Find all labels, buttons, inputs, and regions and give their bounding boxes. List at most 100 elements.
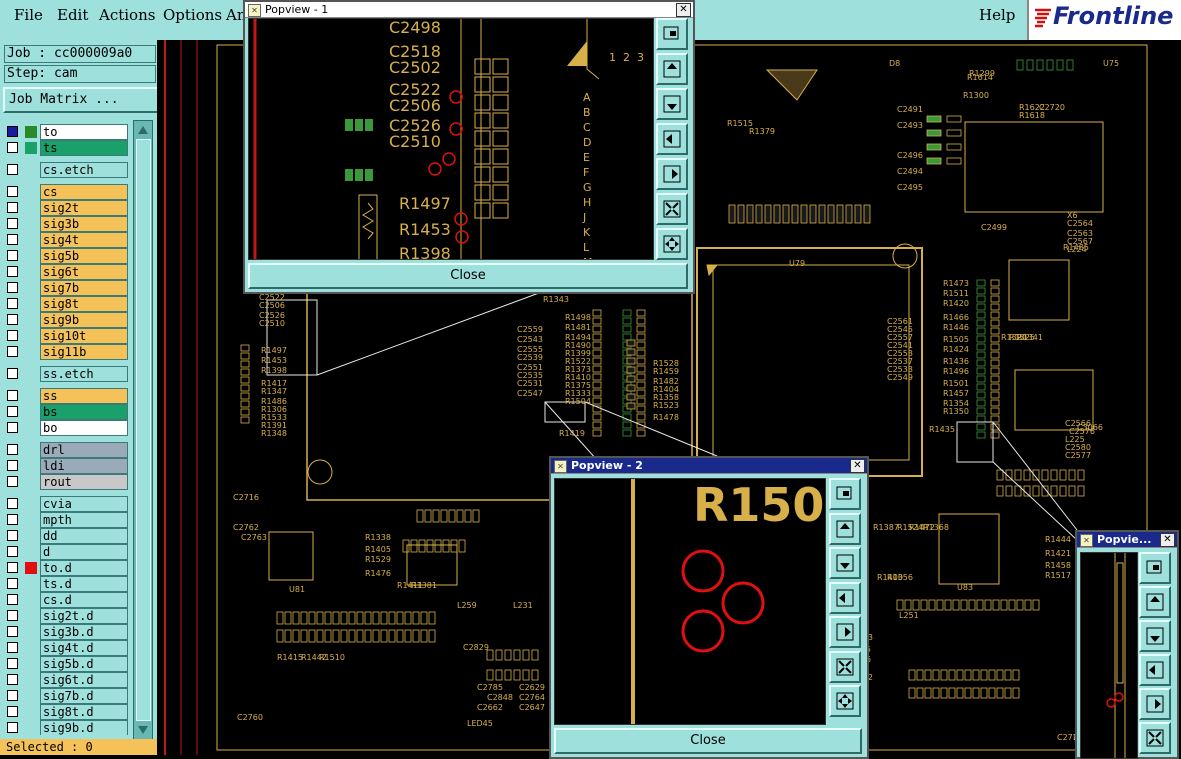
layer-visibility-checkbox[interactable] (7, 314, 18, 325)
pan-center-button[interactable] (829, 685, 861, 717)
layer-visibility-checkbox[interactable] (7, 202, 18, 213)
zoom-window-button[interactable] (656, 18, 688, 50)
layer-row-ss-etch[interactable]: ss.etch (3, 366, 129, 382)
layer-visibility-checkbox[interactable] (7, 164, 18, 175)
scroll-thumb[interactable] (136, 139, 151, 721)
layer-row-d[interactable]: d (3, 544, 129, 560)
layer-visibility-checkbox[interactable] (7, 346, 18, 357)
layer-visibility-checkbox[interactable] (7, 390, 18, 401)
popview-1-close-button[interactable]: Close (248, 263, 688, 289)
layer-row-to-d[interactable]: to.d (3, 560, 129, 576)
layer-name[interactable]: cs (40, 184, 128, 200)
zoom-window-button[interactable] (1139, 552, 1171, 584)
layer-row-sig8t-d[interactable]: sig8t.d (3, 704, 129, 720)
layer-name[interactable]: sig9b (40, 312, 128, 328)
menu-file[interactable]: File (14, 6, 43, 24)
layer-name[interactable]: sig5b.d (40, 656, 128, 672)
layer-visibility-checkbox[interactable] (7, 368, 18, 379)
layer-visibility-checkbox[interactable] (7, 476, 18, 487)
layer-row-sig3b-d[interactable]: sig3b.d (3, 624, 129, 640)
job-matrix-button[interactable]: Job Matrix ... (3, 87, 159, 113)
menu-edit[interactable]: Edit (57, 6, 89, 24)
zoom-window-button[interactable] (829, 478, 861, 510)
pan-down-button[interactable] (1139, 620, 1171, 652)
layer-row-rout[interactable]: rout (3, 474, 129, 490)
menu-analysis[interactable]: An (226, 6, 247, 24)
popview-1-titlebar[interactable]: ✕Popview - 1 ✕ (245, 2, 693, 18)
pan-right-button[interactable] (1139, 688, 1171, 720)
layer-visibility-checkbox[interactable] (7, 186, 18, 197)
layer-visibility-checkbox[interactable] (7, 514, 18, 525)
layer-row-sig3b[interactable]: sig3b (3, 216, 129, 232)
menu-options[interactable]: Options (163, 6, 223, 24)
layer-name[interactable]: cs.etch (40, 162, 128, 178)
layer-row-sig8t[interactable]: sig8t (3, 296, 129, 312)
scroll-down-icon[interactable] (137, 724, 149, 736)
layer-visibility-checkbox[interactable] (7, 406, 18, 417)
layer-name[interactable]: sig10t (40, 328, 128, 344)
layer-row-sig10t[interactable]: sig10t (3, 328, 129, 344)
layer-name[interactable]: sig4t.d (40, 640, 128, 656)
pan-left-button[interactable] (1139, 654, 1171, 686)
layer-visibility-checkbox[interactable] (7, 674, 18, 685)
layer-row-cs-d[interactable]: cs.d (3, 592, 129, 608)
popview-2-titlebar[interactable]: ✕Popview - 2 ✕ (551, 458, 867, 474)
pan-up-button[interactable] (656, 53, 688, 85)
layer-visibility-checkbox[interactable] (7, 330, 18, 341)
layer-visibility-checkbox[interactable] (7, 142, 18, 153)
layer-name[interactable]: cvia (40, 496, 128, 512)
layer-visibility-checkbox[interactable] (7, 530, 18, 541)
layer-visibility-checkbox[interactable] (7, 498, 18, 509)
layer-row-sig5b-d[interactable]: sig5b.d (3, 656, 129, 672)
pcb-board-drawing[interactable]: D8R1614R1622R1618C2720U75R1300R1299C2491… (157, 40, 1181, 755)
layer-name[interactable]: sig3b.d (40, 624, 128, 640)
layer-row-mpth[interactable]: mpth (3, 512, 129, 528)
layer-row-cvia[interactable]: cvia (3, 496, 129, 512)
zoom-fit-button[interactable] (829, 650, 861, 683)
layer-name[interactable]: sig6t.d (40, 672, 128, 688)
layer-row-sig7b-d[interactable]: sig7b.d (3, 688, 129, 704)
popview-3[interactable]: ✕Popvie... ✕ (1075, 530, 1179, 759)
layer-row-to[interactable]: to (3, 124, 129, 140)
layer-visibility-checkbox[interactable] (7, 722, 18, 733)
layer-row-sig9b[interactable]: sig9b (3, 312, 129, 328)
pan-left-button[interactable] (829, 581, 861, 614)
pan-up-button[interactable] (1139, 586, 1171, 618)
pan-up-button[interactable] (829, 512, 861, 545)
pan-down-button[interactable] (656, 88, 688, 120)
layer-visibility-checkbox[interactable] (7, 422, 18, 433)
layer-row-sig6t-d[interactable]: sig6t.d (3, 672, 129, 688)
layer-visibility-checkbox[interactable] (7, 610, 18, 621)
layer-name[interactable]: sig6t (40, 264, 128, 280)
menu-help[interactable]: Help (979, 6, 1016, 24)
layer-visibility-checkbox[interactable] (7, 658, 18, 669)
layer-name[interactable]: sig9b.d (40, 720, 128, 735)
layer-name[interactable]: sig8t.d (40, 704, 128, 720)
layer-row-sig2t[interactable]: sig2t (3, 200, 129, 216)
layer-name[interactable]: sig4t (40, 232, 128, 248)
pan-left-button[interactable] (656, 123, 688, 155)
scroll-up-icon[interactable] (137, 124, 149, 136)
layer-visibility-checkbox[interactable] (7, 578, 18, 589)
layer-visibility-checkbox[interactable] (7, 642, 18, 653)
layer-row-sig11b[interactable]: sig11b (3, 344, 129, 360)
layer-visibility-checkbox[interactable] (7, 298, 18, 309)
layer-name[interactable]: sig8t (40, 296, 128, 312)
layer-visibility-checkbox[interactable] (7, 690, 18, 701)
layer-visibility-checkbox[interactable] (7, 562, 18, 573)
layer-visibility-checkbox[interactable] (7, 234, 18, 245)
popview-2[interactable]: ✕Popview - 2 ✕ R150 Close (549, 456, 869, 759)
layer-row-sig9b-d[interactable]: sig9b.d (3, 720, 129, 735)
layer-name[interactable]: dd (40, 528, 128, 544)
layer-name[interactable]: to (40, 124, 128, 140)
layer-row-cs[interactable]: cs (3, 184, 129, 200)
layer-visibility-checkbox[interactable] (7, 460, 18, 471)
layer-row-drl[interactable]: drl (3, 442, 129, 458)
layer-scrollbar[interactable] (133, 120, 153, 740)
menu-actions[interactable]: Actions (99, 6, 156, 24)
layer-row-sig4t[interactable]: sig4t (3, 232, 129, 248)
layer-name[interactable]: sig2t (40, 200, 128, 216)
layer-name[interactable]: ss.etch (40, 366, 128, 382)
